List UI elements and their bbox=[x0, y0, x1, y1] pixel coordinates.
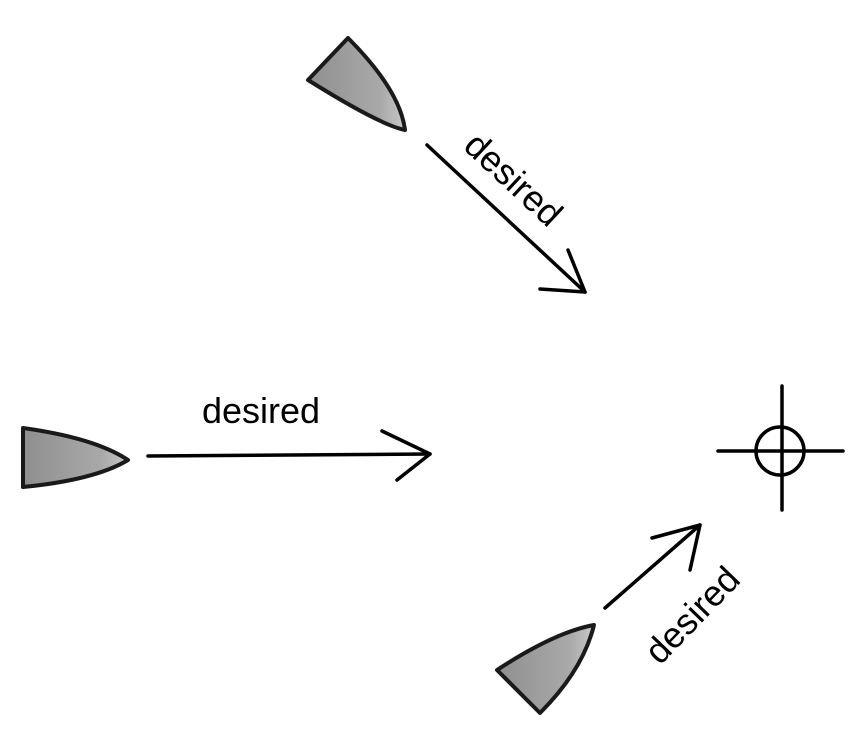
vehicle-left bbox=[21, 426, 130, 489]
desired-label-bottom: desired bbox=[636, 558, 748, 671]
desired-label-left: desired bbox=[202, 390, 320, 431]
vehicle-icon bbox=[495, 623, 596, 715]
vehicle-icon bbox=[21, 426, 130, 489]
crosshair-icon bbox=[716, 384, 845, 512]
desired-label-top: desired bbox=[457, 124, 571, 235]
desired-arrow-top bbox=[425, 143, 587, 294]
desired-arrow-left bbox=[146, 429, 432, 482]
vehicle-top bbox=[306, 36, 407, 132]
vehicle-bottom bbox=[495, 623, 596, 715]
vehicle-icon bbox=[306, 36, 407, 132]
desired-arrow-bottom bbox=[603, 523, 702, 610]
